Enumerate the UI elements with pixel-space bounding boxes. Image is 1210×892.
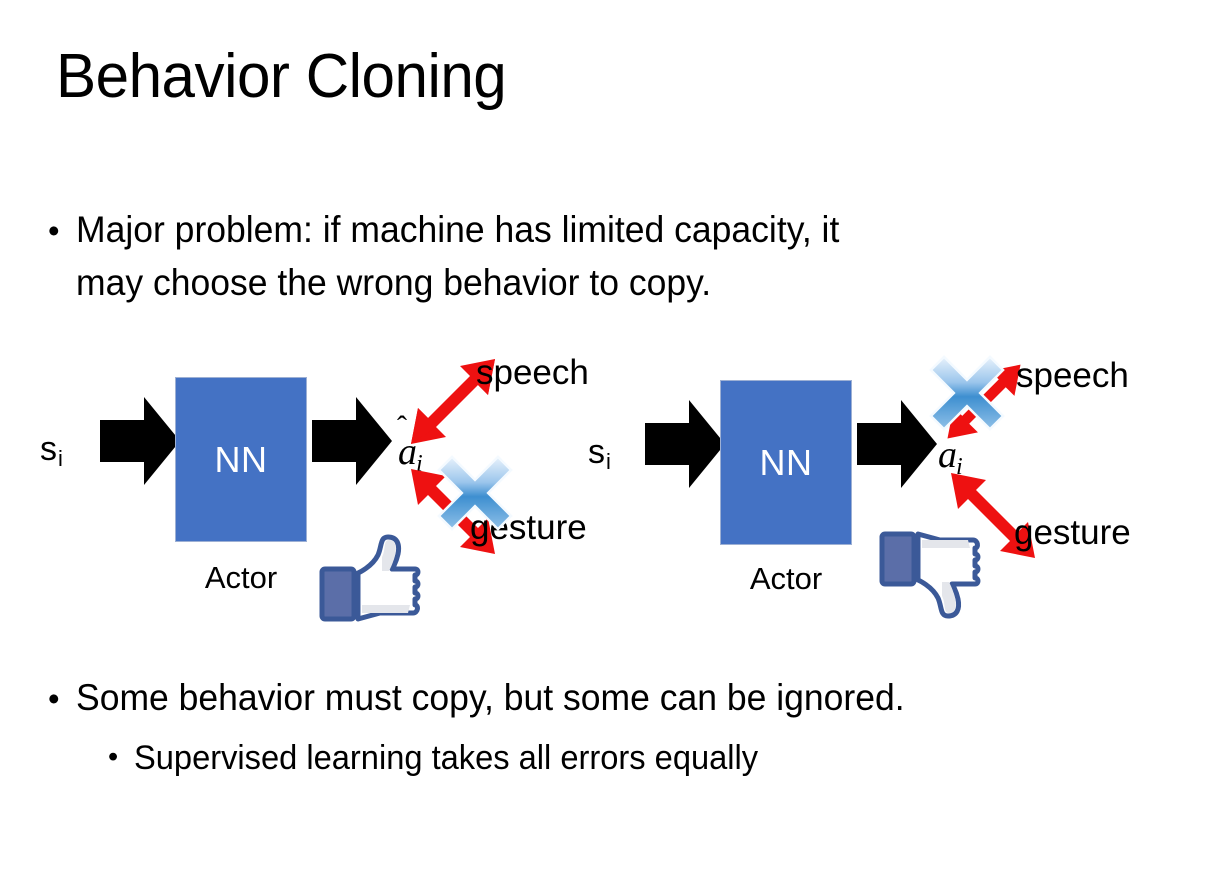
thumbs-up-icon <box>319 534 421 622</box>
page-title: Behavior Cloning <box>56 42 507 111</box>
bullet-marker: • <box>108 741 119 773</box>
output-arrow-left <box>312 397 392 485</box>
input-state-label-left: si <box>40 430 63 471</box>
bullet-text: Some behavior must copy, but some can be… <box>76 677 905 718</box>
branch-label-speech-right: speech <box>1016 356 1129 395</box>
blue-x-icon-gesture-left <box>437 455 513 531</box>
bullet-text: Major problem: if machine has limited ca… <box>76 209 840 303</box>
branch-label-speech-left: speech <box>476 353 589 392</box>
input-arrow-right <box>645 400 725 488</box>
input-state-label-right: si <box>588 433 611 474</box>
bullet-item-1: • Major problem: if machine has limited … <box>48 204 1138 309</box>
branch-arrow-speech-left <box>411 359 495 444</box>
bullet-marker: • <box>48 680 60 717</box>
nn-box-label: NN <box>214 438 268 480</box>
branch-label-gesture-right: gesture <box>1014 513 1131 552</box>
actor-caption-right: Actor <box>749 561 823 596</box>
blue-x-icon-speech-right <box>929 355 1005 431</box>
actor-caption-left: Actor <box>204 560 278 595</box>
nn-box-label: NN <box>759 441 813 483</box>
input-arrow-left <box>100 397 180 485</box>
nn-box-left: NN <box>175 377 307 542</box>
branch-arrow-gesture-right <box>951 473 1035 558</box>
bullet-item-3: • Supervised learning takes all errors e… <box>108 734 1168 782</box>
output-arrow-right <box>857 400 937 488</box>
bullet-item-2: • Some behavior must copy, but some can … <box>48 672 1168 725</box>
output-action-label-right: ̂ ai <box>938 434 963 480</box>
bullet-marker: • <box>48 212 60 249</box>
nn-box-right: NN <box>720 380 852 545</box>
thumbs-down-icon <box>879 531 981 619</box>
bullet-text: Supervised learning takes all errors equ… <box>134 739 759 777</box>
